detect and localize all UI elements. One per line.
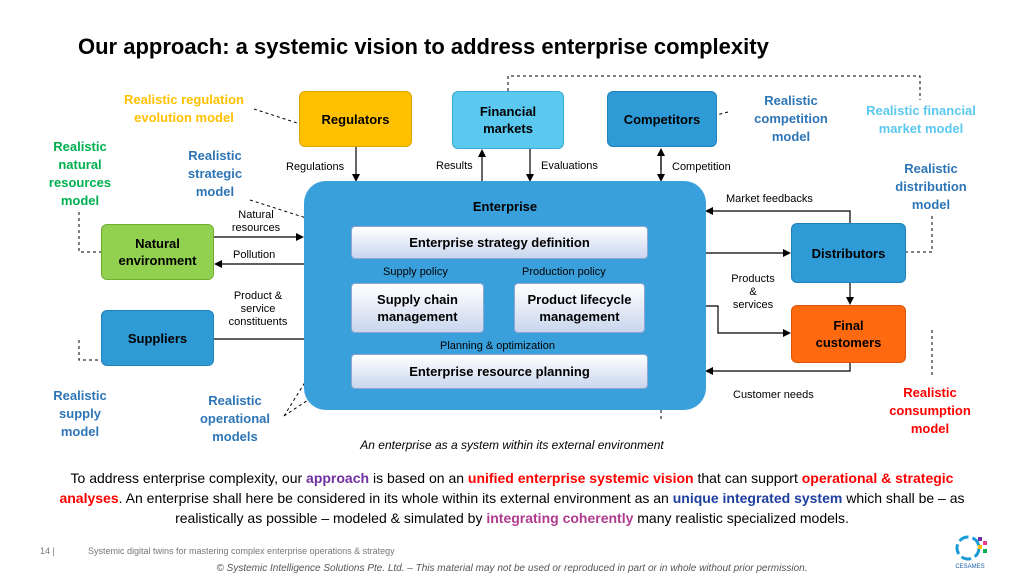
copyright-notice: © Systemic Intelligence Solutions Pte. L… [216, 563, 808, 574]
distributors-label: Distributors [811, 245, 886, 261]
para-text-5: which shall be – as realistically as pos… [175, 490, 965, 526]
results-label: Results [436, 160, 473, 172]
suppliers-box[interactable]: Suppliers [101, 310, 214, 366]
plm-box[interactable]: Product lifecycle management [514, 283, 645, 333]
para-approach: approach [306, 470, 370, 486]
regulators-label: Regulators [321, 111, 390, 127]
financial-markets-box[interactable]: Financial markets [452, 91, 564, 149]
production-policy-label: Production policy [522, 266, 606, 278]
para-text-6: many realistic specialized models. [633, 510, 849, 526]
natural-resources-label: Natural resources [231, 209, 281, 234]
diagram-caption: An enterprise as a system within its ext… [360, 438, 664, 452]
regulation-model-label: Realistic regulation evolution model [124, 92, 244, 125]
products-services-label: Products & services [731, 273, 775, 311]
suppliers-label: Suppliers [127, 330, 188, 346]
para-text-3: that can support [693, 470, 802, 486]
strategic-model-label: Realistic strategic model [187, 148, 243, 199]
distributors-box[interactable]: Distributors [791, 223, 906, 283]
distribution-model-label: Realistic distribution model [895, 161, 967, 212]
erp-label: Enterprise resource planning [409, 364, 590, 379]
page-title: Our approach: a systemic vision to addre… [78, 34, 769, 59]
para-integrating: integrating coherently [486, 510, 634, 526]
competition-label: Competition [672, 161, 731, 173]
body-paragraph: To address enterprise complexity, our ap… [40, 468, 984, 528]
planning-label: Planning & optimization [440, 340, 555, 352]
page-number: 14 | [40, 546, 55, 556]
market-feedbacks-label: Market feedbacks [726, 193, 813, 205]
evaluations-label: Evaluations [541, 160, 598, 172]
para-text-4: . An enterprise shall here be considered… [118, 490, 673, 506]
supply-model-label: Realistic supply model [53, 388, 107, 439]
pollution-label: Pollution [233, 249, 276, 261]
customer-needs-label: Customer needs [733, 389, 814, 401]
natural-environment-box[interactable]: Natural environment [101, 224, 214, 280]
para-text-2: is based on an [369, 470, 468, 486]
para-unique: unique integrated system [672, 490, 843, 506]
enterprise-label: Enterprise [472, 199, 538, 214]
supply-chain-box[interactable]: Supply chain management [351, 283, 484, 333]
competitors-box[interactable]: Competitors [607, 91, 717, 147]
final-customers-box[interactable]: Final customers [791, 305, 906, 363]
financial-model-label: Realistic financial market model [866, 103, 976, 136]
logo-text: CESAMES [955, 564, 984, 570]
para-analyses: operational & strategic analyses [59, 470, 954, 506]
financial-markets-label: Financial markets [479, 104, 537, 136]
enterprise-strategy-box[interactable]: Enterprise strategy definition [351, 226, 648, 259]
consumption-model-label: Realistic consumption model [889, 385, 971, 436]
natural-model-label: Realistic natural resources model [48, 139, 112, 208]
regulations-label: Regulations [286, 161, 345, 173]
product-service-label: Product & service constituents [228, 290, 288, 328]
regulators-box[interactable]: Regulators [299, 91, 412, 147]
competitors-label: Competitors [623, 111, 701, 127]
footer-text: Systemic digital twins for mastering com… [88, 546, 395, 556]
competition-model-label: Realistic competition model [754, 93, 828, 144]
operational-model-label: Realistic operational models [199, 393, 271, 444]
erp-box[interactable]: Enterprise resource planning [351, 354, 648, 389]
supply-policy-label: Supply policy [383, 266, 448, 278]
enterprise-strategy-label: Enterprise strategy definition [409, 235, 590, 250]
final-customers-label: Final customers [815, 318, 882, 350]
cesames-logo: CESAMES [950, 531, 990, 571]
para-text-1: To address enterprise complexity, our [70, 470, 307, 486]
natural-environment-label: Natural environment [118, 236, 197, 268]
supply-chain-label: Supply chain management [377, 292, 458, 324]
para-unified: unified enterprise systemic vision [467, 470, 694, 486]
plm-label: Product lifecycle management [527, 292, 632, 324]
